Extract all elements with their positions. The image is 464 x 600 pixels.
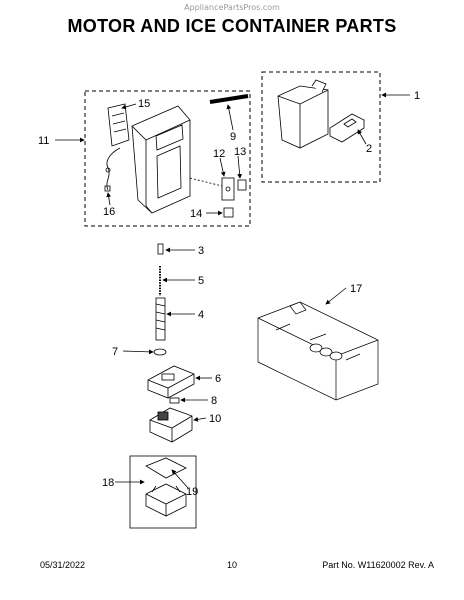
group-box-dispenser-housing	[84, 90, 251, 227]
part-3-screw	[157, 243, 164, 255]
callout-8: 8	[211, 395, 217, 407]
part-12-bracket	[189, 177, 235, 201]
callout-7: 7	[112, 346, 118, 358]
part-8-coupler	[169, 397, 180, 404]
callout-5: 5	[198, 275, 204, 287]
part-18-motor-housing	[145, 483, 187, 517]
leader-lines	[55, 92, 410, 489]
part-9-strip	[209, 94, 249, 104]
callout-18: 18	[102, 477, 114, 489]
page-title: MOTOR AND ICE CONTAINER PARTS	[67, 16, 397, 36]
callout-19: 19	[186, 486, 198, 498]
part-7-washer	[153, 348, 167, 356]
callout-12: 12	[213, 148, 225, 160]
part-2-shelf-bracket	[329, 113, 365, 143]
callout-9: 9	[230, 131, 236, 143]
footer-page-number: 10	[226, 560, 237, 570]
group-box-motor-base	[129, 455, 197, 529]
part-13-switch	[237, 179, 247, 191]
callout-2: 2	[366, 143, 372, 155]
footer-date: 05/31/2022	[40, 560, 86, 570]
watermark: AppliancePartsPros.com	[184, 3, 280, 12]
callout-11: 11	[38, 135, 49, 147]
callout-13: 13	[234, 146, 246, 158]
part-1-ice-bucket	[277, 79, 329, 149]
part-10-motor	[149, 407, 193, 443]
part-6-motor-cover	[147, 365, 195, 399]
part-17-ice-maker	[257, 301, 379, 401]
part-11-housing	[131, 105, 191, 214]
callout-4: 4	[198, 309, 204, 321]
callout-17: 17	[350, 283, 362, 295]
callout-10: 10	[209, 413, 221, 425]
footer-part-number: Part No. W11620002 Rev. A	[322, 560, 434, 570]
callout-16: 16	[103, 206, 115, 218]
callout-1: 1	[414, 90, 420, 102]
callout-3: 3	[198, 245, 204, 257]
part-15-panel	[107, 103, 130, 147]
part-19-gasket	[145, 457, 187, 479]
callout-6: 6	[215, 373, 221, 385]
part-4-shaft	[155, 297, 166, 341]
group-box-ice-container	[261, 71, 381, 183]
part-14-clip	[223, 207, 234, 218]
callout-14: 14	[190, 208, 202, 220]
part-16-wire-harness	[104, 147, 121, 192]
callout-15: 15	[138, 98, 150, 110]
